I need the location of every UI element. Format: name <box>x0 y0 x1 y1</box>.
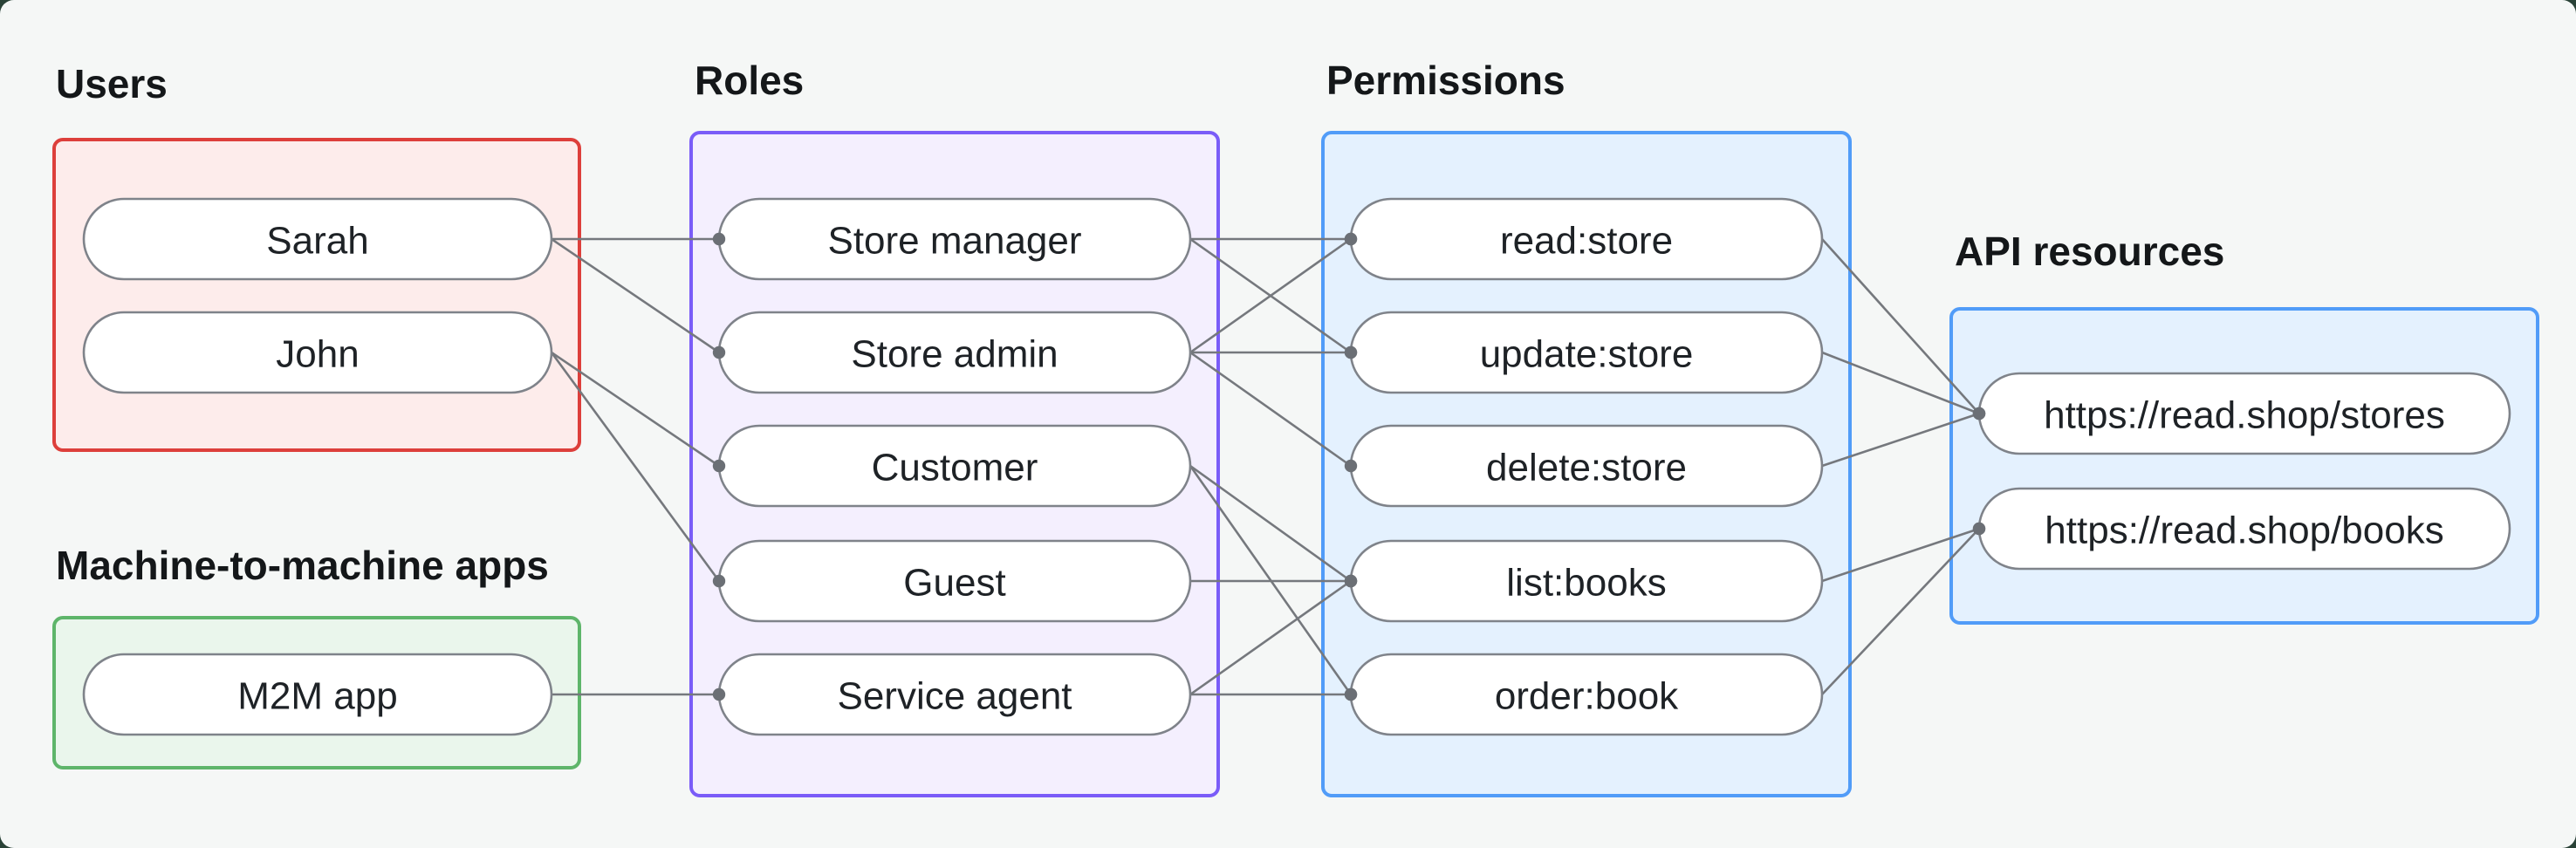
node-label-store-admin: Store admin <box>851 333 1058 376</box>
node-label-order-book: order:book <box>1495 675 1679 718</box>
group-box-api <box>1949 307 2539 625</box>
edge-dot-store-admin-read-store <box>1344 232 1358 246</box>
edge-customer-list-books <box>1189 464 1352 583</box>
node-john <box>82 311 553 394</box>
edge-dot-john-customer <box>712 459 726 473</box>
edge-delete-store-stores-api <box>1821 412 1980 468</box>
group-label-api: API resources <box>1955 229 2224 274</box>
node-label-customer: Customer <box>872 447 1038 489</box>
edge-sarah-store-admin <box>551 237 720 354</box>
edge-dot-m2m-app-service-agent <box>712 687 726 701</box>
edge-dot-store-admin-update-store <box>1344 345 1358 359</box>
edge-dot-order-book-books-api <box>1972 522 1986 536</box>
group-label-m2m: Machine-to-machine apps <box>56 543 549 588</box>
node-sarah <box>82 197 553 281</box>
edge-order-book-books-api <box>1821 528 1980 695</box>
edge-dot-delete-store-stores-api <box>1972 407 1986 421</box>
node-label-guest: Guest <box>903 562 1005 605</box>
node-label-stores-api: https://read.shop/stores <box>2044 394 2445 437</box>
edge-dot-service-agent-order-book <box>1344 687 1358 701</box>
node-label-service-agent: Service agent <box>837 675 1072 718</box>
group-label-users: Users <box>56 61 168 106</box>
edge-store-admin-delete-store <box>1189 351 1352 468</box>
edge-dot-sarah-store-admin <box>712 345 726 359</box>
group-label-roles: Roles <box>695 58 804 103</box>
node-label-update-store: update:store <box>1480 333 1694 376</box>
node-label-read-store: read:store <box>1500 220 1673 263</box>
edge-list-books-books-api <box>1821 527 1980 583</box>
group-box-users <box>52 138 581 452</box>
node-label-books-api: https://read.shop/books <box>2045 509 2443 552</box>
node-label-sarah: Sarah <box>266 220 368 263</box>
node-label-delete-store: delete:store <box>1486 447 1687 489</box>
node-m2m-app <box>82 653 553 736</box>
edge-john-guest <box>550 352 721 582</box>
edge-service-agent-list-books <box>1189 579 1352 696</box>
edge-store-admin-read-store <box>1189 237 1352 354</box>
edge-dot-store-admin-delete-store <box>1344 459 1358 473</box>
edge-dot-service-agent-list-books <box>1344 574 1358 588</box>
node-label-store-manager: Store manager <box>827 220 1081 263</box>
edge-update-store-stores-api <box>1821 351 1980 415</box>
edge-dot-john-guest <box>712 574 726 588</box>
edge-dot-sarah-store-manager <box>712 232 726 246</box>
node-label-m2m-app: M2M app <box>237 675 397 718</box>
group-label-permissions: Permissions <box>1326 58 1565 103</box>
node-label-john: John <box>276 333 359 376</box>
edge-read-store-stores-api <box>1821 238 1980 414</box>
node-label-list-books: list:books <box>1506 562 1666 605</box>
edge-john-customer <box>551 351 720 468</box>
